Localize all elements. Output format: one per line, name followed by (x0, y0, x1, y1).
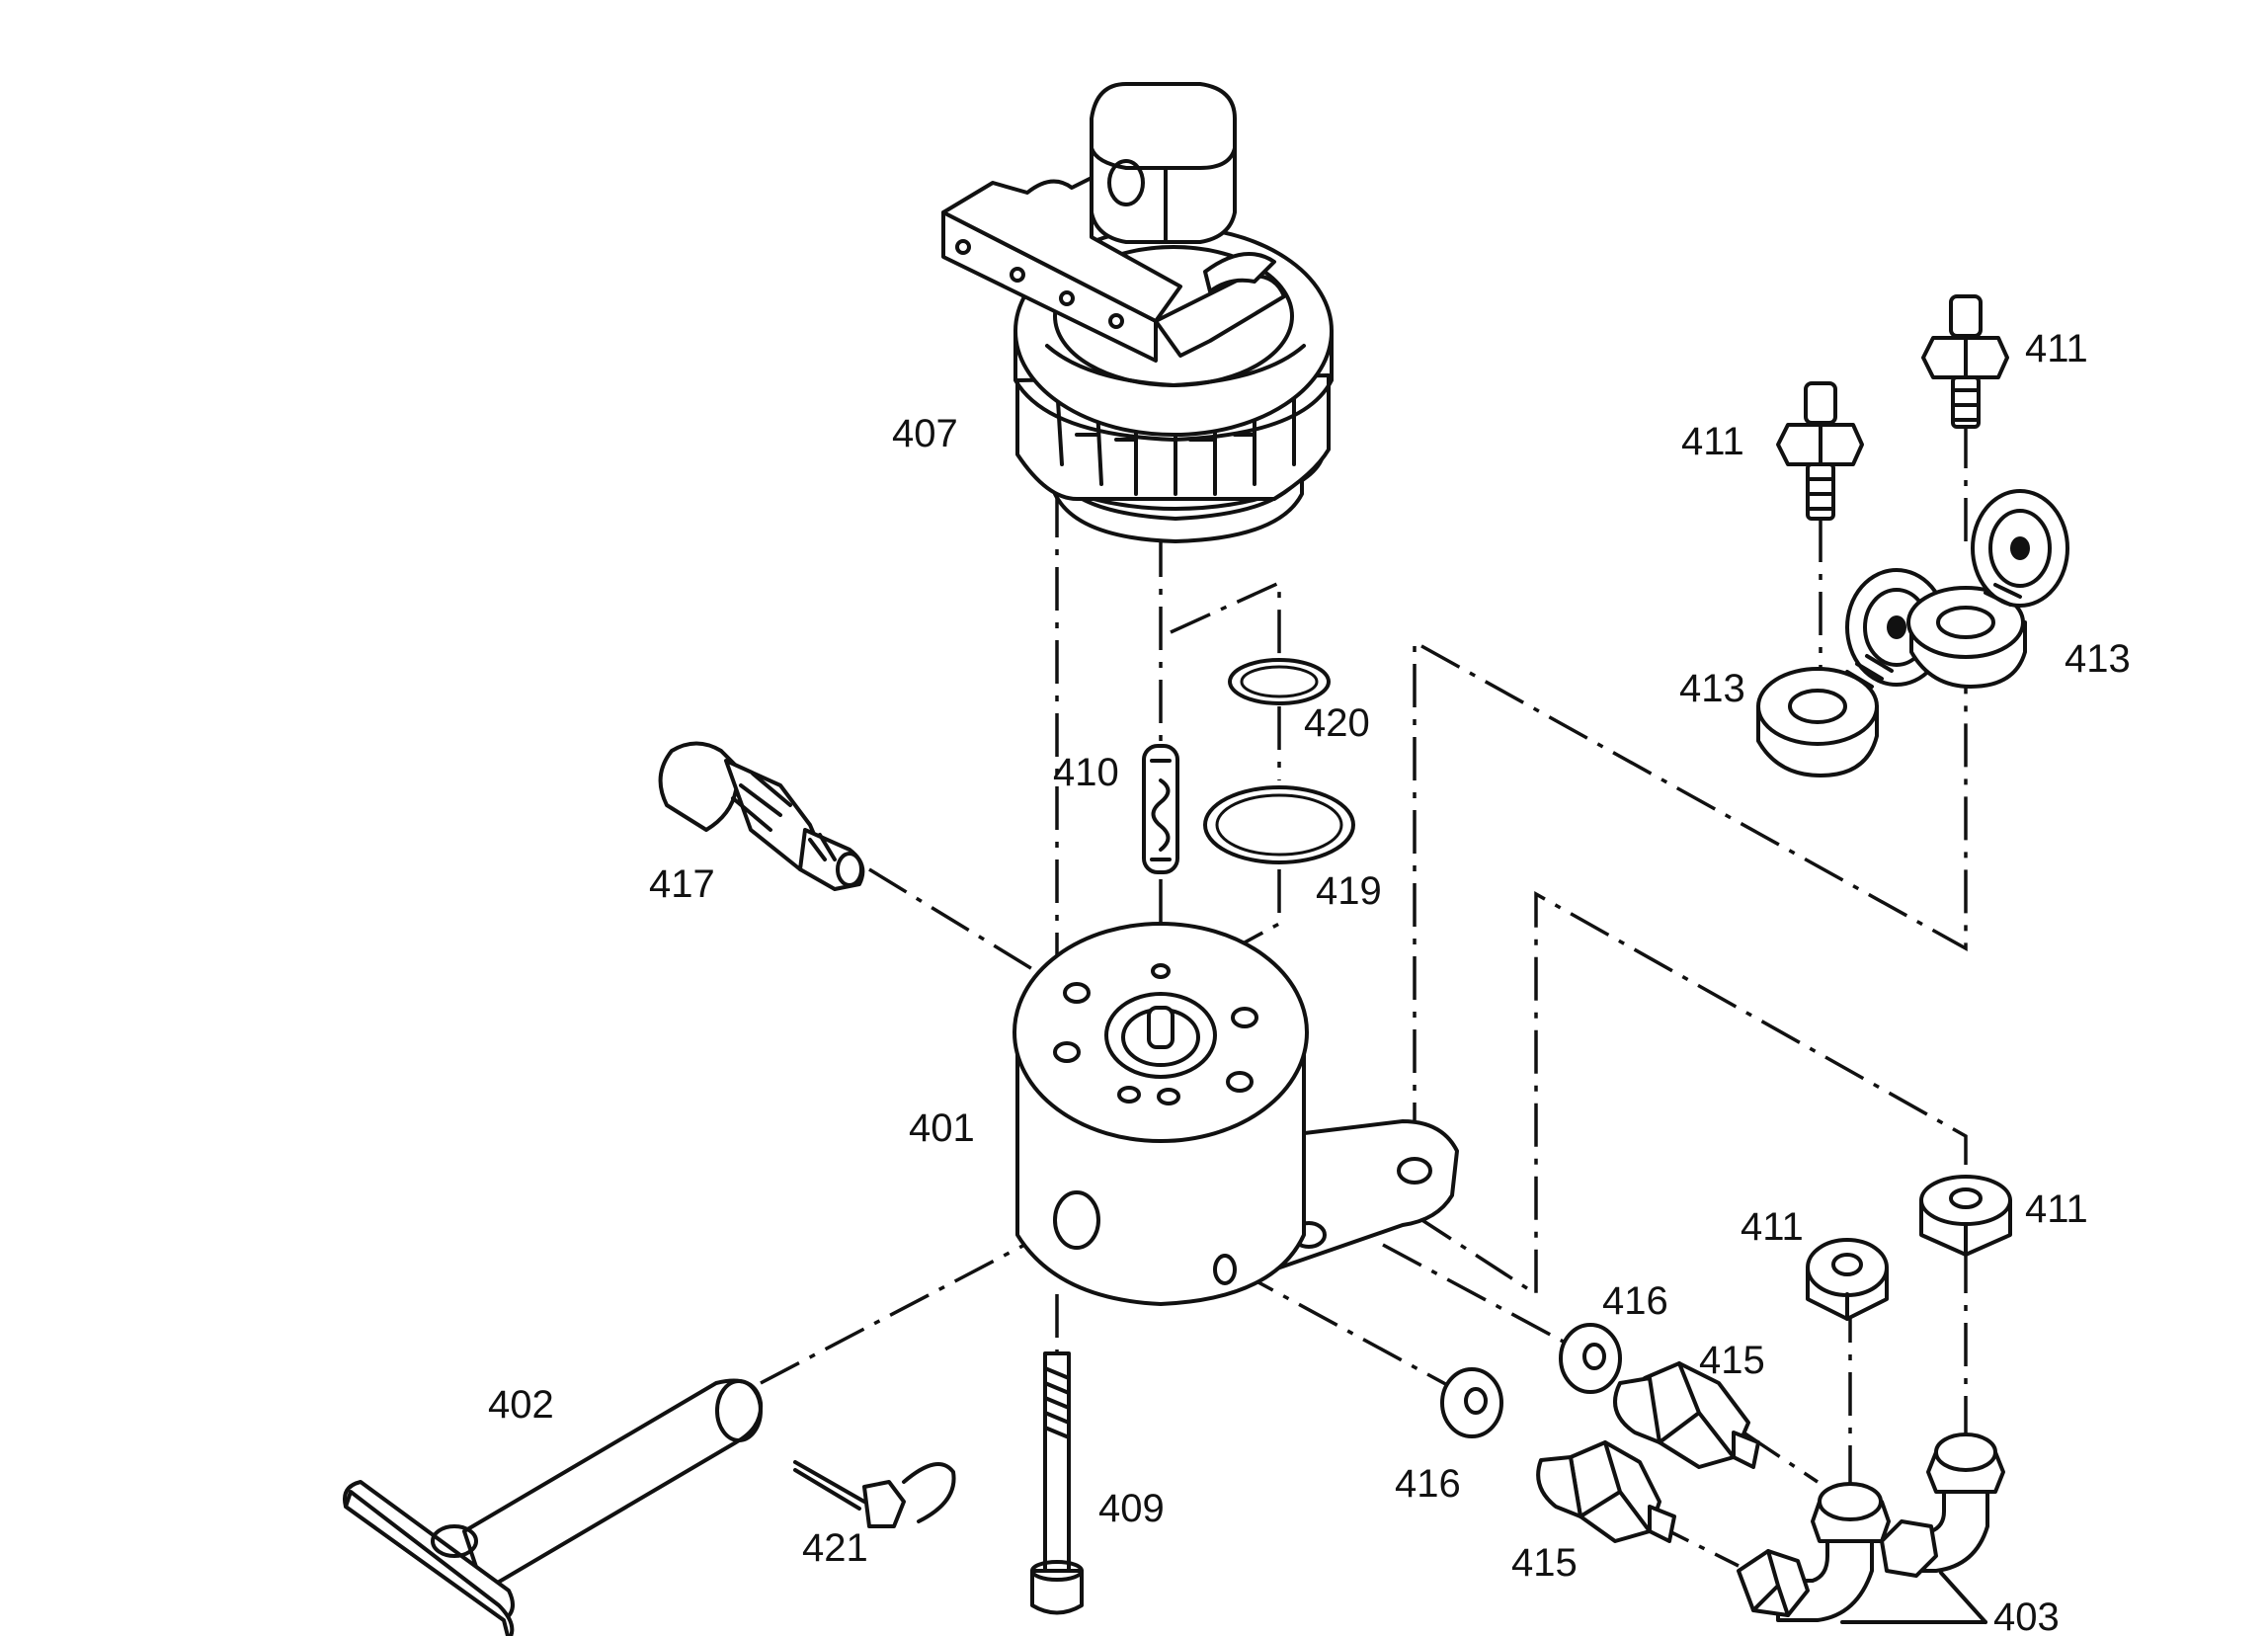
part-415-fitting-lower (1536, 1440, 1676, 1543)
callout-402: 402 (488, 1383, 554, 1427)
callout-411-top-right: 411 (2025, 327, 2088, 370)
callout-415-lower: 415 (1511, 1541, 1578, 1585)
callout-labels: 407 411 411 413 413 420 410 417 419 401 … (488, 327, 2131, 1636)
part-421-retaining-clip (793, 1460, 956, 1528)
part-417-valve-cartridge (658, 741, 865, 891)
callout-416-upper: 416 (1602, 1279, 1668, 1323)
callout-417: 417 (649, 862, 715, 906)
callout-407: 407 (892, 412, 958, 455)
part-411-nut-right (1919, 1175, 2012, 1257)
callout-413-left: 413 (1679, 667, 1745, 710)
callout-411-lower-right: 411 (2025, 1187, 2088, 1231)
part-402-t-handle-pin (343, 1378, 764, 1636)
part-416-washer-lower (1440, 1367, 1503, 1438)
callout-413-right: 413 (2065, 637, 2131, 681)
part-411-nipple-left (1776, 381, 1864, 521)
callout-410: 410 (1053, 751, 1119, 794)
part-411-nipple-right (1921, 294, 2009, 429)
callout-415-upper: 415 (1699, 1339, 1765, 1382)
callout-411-lower-middle: 411 (1741, 1205, 1804, 1249)
callout-409: 409 (1098, 1487, 1165, 1530)
assembly-center-lines (760, 425, 1968, 1568)
part-420-small-o-ring (1228, 658, 1331, 705)
callout-416-lower: 416 (1395, 1462, 1461, 1506)
part-409-bolt (1030, 1351, 1084, 1615)
callout-401: 401 (909, 1106, 975, 1150)
callout-403: 403 (1993, 1595, 2060, 1636)
part-407-head-unit (941, 82, 1334, 543)
part-401-main-body (1012, 922, 1459, 1306)
callout-421: 421 (802, 1526, 868, 1570)
part-415-fitting-upper (1613, 1361, 1760, 1469)
part-416-washer-upper (1559, 1323, 1622, 1394)
part-413-swivel-right (1906, 489, 2069, 689)
part-410-filter-cartridge (1142, 744, 1179, 874)
part-411-nut-middle (1806, 1238, 1889, 1321)
callout-411-top-left: 411 (1681, 420, 1744, 463)
callout-419: 419 (1316, 869, 1382, 913)
part-403-elbow-pipes (1737, 1432, 2005, 1624)
callout-420: 420 (1304, 701, 1370, 745)
part-419-large-o-ring (1203, 785, 1355, 864)
